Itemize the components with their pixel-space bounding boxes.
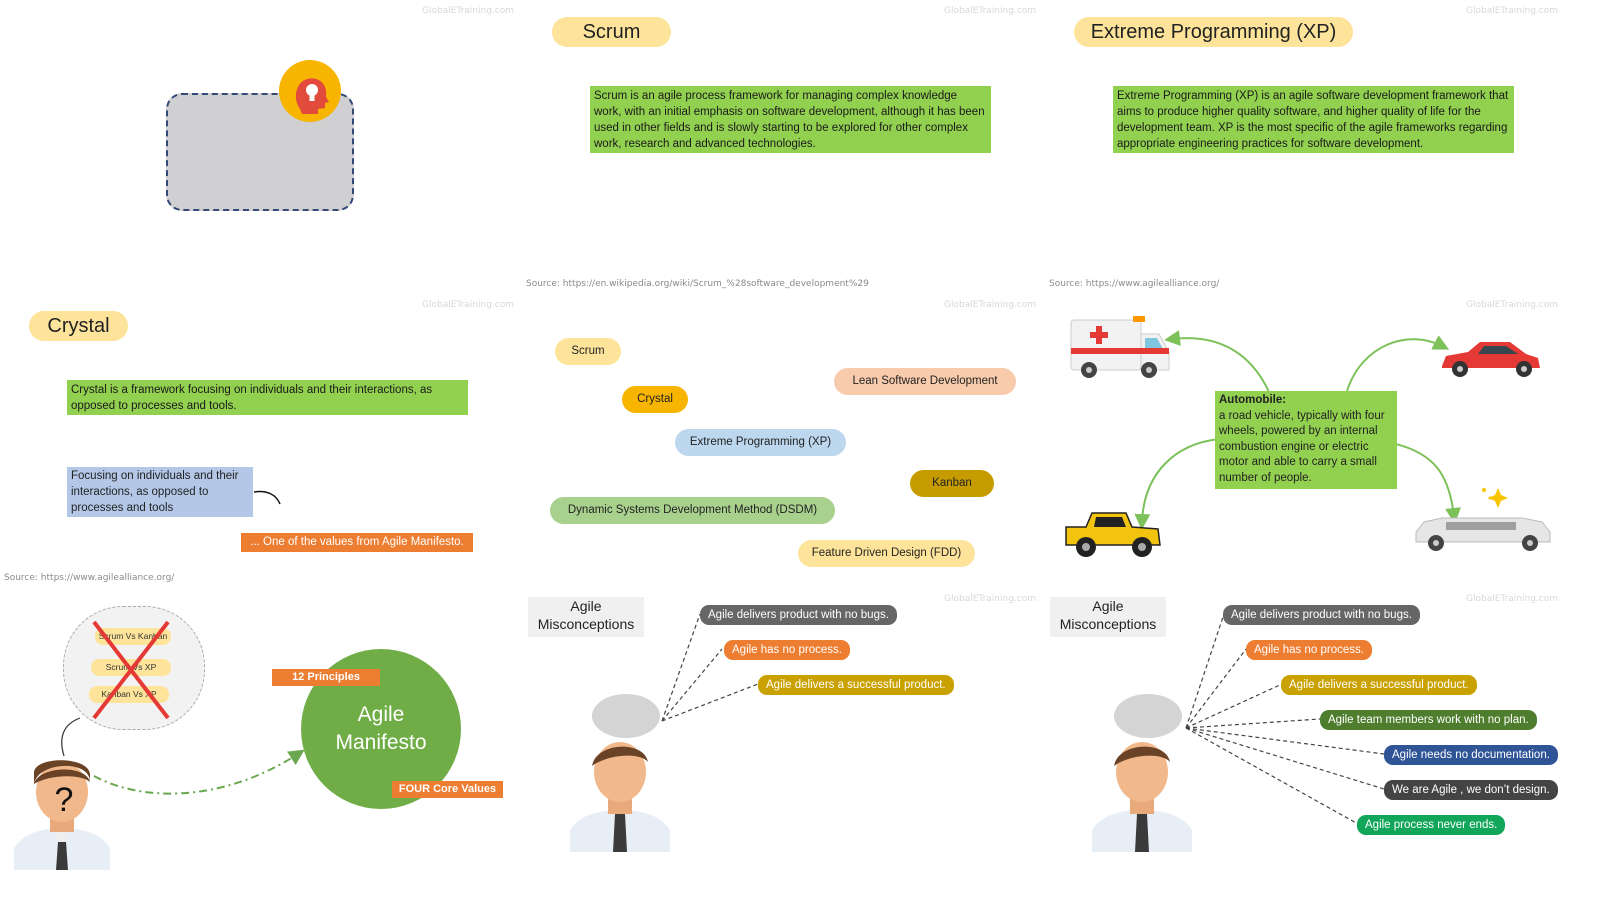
misconception-tag: We are Agile , we don’t design. <box>1384 780 1558 800</box>
watermark: GlobalETraining.com <box>422 300 514 310</box>
misconception-lines-1 <box>661 613 759 722</box>
misconception-tag: Agile delivers a successful product. <box>758 675 954 695</box>
red-car-icon <box>1440 336 1542 380</box>
limousine-icon <box>1412 484 1554 556</box>
slide-image-placeholder <box>0 0 522 293</box>
automobile-heading: Automobile: <box>1219 394 1287 406</box>
thinking-person-icon <box>568 692 674 852</box>
pill-fdd[interactable]: Feature Driven Design (FDD) <box>798 540 975 567</box>
misconception-tag: Agile process never ends. <box>1357 815 1506 835</box>
question-mark: ? <box>54 781 74 819</box>
watermark: GlobalETraining.com <box>1466 594 1558 604</box>
scrum-title: Scrum <box>552 17 671 47</box>
pill-kanban[interactable]: Kanban <box>910 470 994 497</box>
scrum-source: Source: https://en.wikipedia.org/wiki/Sc… <box>526 279 869 289</box>
misc-title-line1: Agile <box>1092 598 1124 614</box>
crystal-source: Source: https://www.agilealliance.org/ <box>4 573 175 583</box>
watermark: GlobalETraining.com <box>944 300 1036 310</box>
confused-person-icon <box>10 752 114 870</box>
watermark: GlobalETraining.com <box>944 594 1036 604</box>
xp-title: Extreme Programming (XP) <box>1074 17 1353 47</box>
pill-crystal[interactable]: Crystal <box>622 386 688 413</box>
crystal-description: Crystal is a framework focusing on indiv… <box>67 380 468 415</box>
automobile-arrows <box>1134 330 1461 530</box>
crystal-title: Crystal <box>29 311 128 341</box>
pill-scrum[interactable]: Scrum <box>555 338 621 365</box>
watermark: GlobalETraining.com <box>944 6 1036 16</box>
misconception-tag: Agile needs no documentation. <box>1384 745 1558 765</box>
lightbulb-head-icon <box>278 59 342 123</box>
manifesto-line2: Manifesto <box>335 731 427 754</box>
thinking-person-icon <box>1090 692 1196 852</box>
misconceptions-title-1: Agile Misconceptions <box>528 597 644 637</box>
xp-source: Source: https://www.agilealliance.org/ <box>1049 279 1220 289</box>
manifesto-line1: Agile <box>357 703 405 726</box>
misconception-tag: Agile delivers a successful product. <box>1281 675 1477 695</box>
pill-lean[interactable]: Lean Software Development <box>834 368 1016 395</box>
pill-xp[interactable]: Extreme Programming (XP) <box>675 429 846 456</box>
misconception-tag: Agile delivers product with no bugs. <box>700 605 897 625</box>
core-values-tag: FOUR Core Values <box>392 781 503 798</box>
automobile-description: a road vehicle, typically with four whee… <box>1219 409 1385 484</box>
misc-title-line2: Misconceptions <box>1059 616 1157 632</box>
scrum-description: Scrum is an agile process framework for … <box>590 86 991 153</box>
principles-tag: 12 Principles <box>272 669 380 686</box>
manifesto-diagram <box>61 717 305 795</box>
ambulance-icon <box>1069 308 1171 380</box>
watermark: GlobalETraining.com <box>1466 300 1558 310</box>
red-cross-icon <box>92 620 170 720</box>
xp-description: Extreme Programming (XP) is an agile sof… <box>1113 86 1514 153</box>
misconception-tag: Agile team members work with no plan. <box>1320 710 1537 730</box>
misconception-lines-2 <box>1185 613 1385 825</box>
jeep-icon <box>1062 505 1164 559</box>
pill-dsdm[interactable]: Dynamic Systems Development Method (DSDM… <box>550 497 835 524</box>
misc-title-line2: Misconceptions <box>537 616 635 632</box>
automobile-definition: Automobile: a road vehicle, typically wi… <box>1215 391 1397 489</box>
misconception-tag: Agile delivers product with no bugs. <box>1223 605 1420 625</box>
misconceptions-title-2: Agile Misconceptions <box>1050 597 1166 637</box>
misconception-tag: Agile has no process. <box>724 640 850 660</box>
misconception-tag: Agile has no process. <box>1246 640 1372 660</box>
manifesto-note: ... One of the values from Agile Manifes… <box>241 533 473 552</box>
misc-title-line1: Agile <box>570 598 602 614</box>
crystal-value-box: Focusing on individuals and their intera… <box>67 467 253 517</box>
watermark: GlobalETraining.com <box>422 6 514 16</box>
watermark: GlobalETraining.com <box>1466 6 1558 16</box>
connector-curve <box>253 490 281 505</box>
